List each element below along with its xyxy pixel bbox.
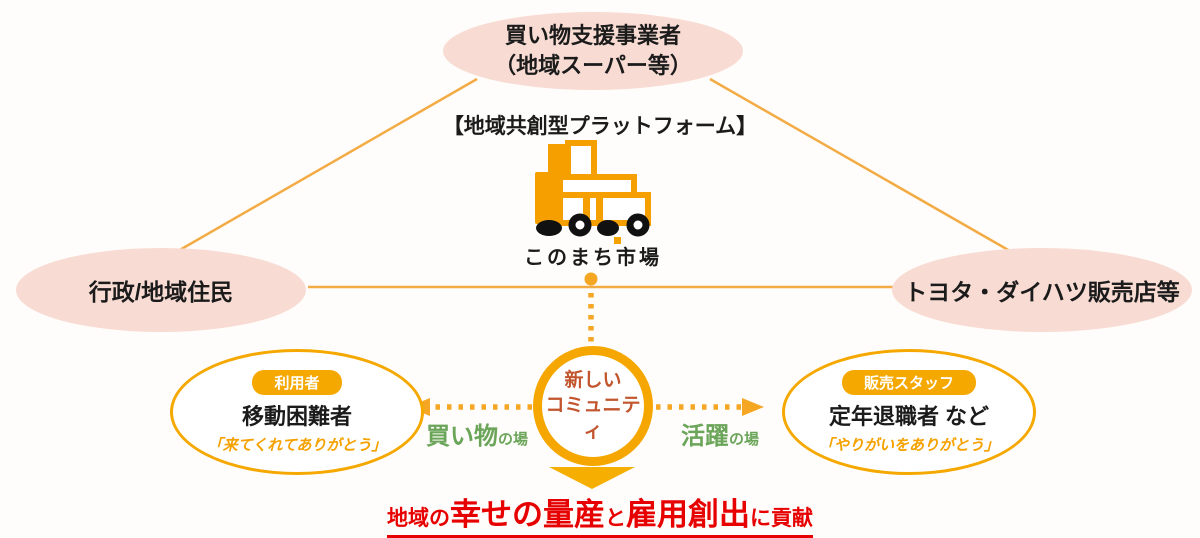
triangle-line-left [177, 77, 478, 253]
brand-name: このまち市場 [524, 247, 662, 269]
shopping-place-label-main: 買い物 [425, 423, 498, 450]
users-title: 移動困難者 [241, 403, 352, 429]
staff-title: 定年退職者 など [828, 403, 990, 429]
mobile-market-truck-icon [535, 140, 651, 237]
entity-government-residents: 行政/地域住民 [16, 248, 306, 332]
shopping-place-label-sub: の場 [497, 431, 528, 448]
staff-badge: 販売スタッフ [841, 369, 976, 395]
footer-slogan: 地域の幸せの量産と雇用創出に貢献 [0, 489, 1200, 538]
entity-government-residents-label: 行政/地域住民 [88, 279, 234, 305]
community-circle-line2: コミュニティ [545, 395, 641, 442]
shopping-place-label: 買い物の場 [412, 416, 542, 451]
active-place-label: 活躍の場 [655, 416, 785, 451]
active-place-label-sub: の場 [728, 431, 759, 448]
right-arrowhead-icon [742, 398, 764, 416]
footer-seg3: と [605, 507, 626, 530]
footer-seg1: 地域の [387, 507, 450, 530]
community-circle: 新しい コミュニティ [533, 346, 653, 466]
entity-shopping-support-line1: 買い物支援事業者 [504, 23, 681, 49]
bubble-staff: 販売スタッフ 定年退職者 など 「やりがいをありがとう」 [782, 349, 1036, 475]
truck-wheel-solid-1 [536, 220, 562, 236]
down-arrow-icon [549, 467, 635, 489]
platform-title: 【地域共創型プラットフォーム】 [442, 115, 758, 138]
entity-shopping-support-line2: （地域スーパー等） [494, 53, 692, 78]
footer-slogan-text: 地域の幸せの量産と雇用創出に貢献 [387, 489, 813, 538]
entity-dealers: トヨタ・ダイハツ販売店等 [892, 248, 1192, 332]
users-quote: 「来てくれてありがとう」 [207, 436, 387, 454]
truck-wheel-ring-2 [626, 213, 650, 237]
footer-seg4: 雇用創出 [626, 497, 750, 532]
footer-seg5: に貢献 [750, 507, 813, 530]
staff-quote: 「やりがいをありがとう」 [818, 436, 999, 454]
footer-seg2: 幸せの量産 [450, 497, 605, 532]
bubble-users: 利用者 移動困難者 「来てくれてありがとう」 [170, 349, 424, 475]
brand-accent-square [614, 237, 621, 244]
community-circle-line1: 新しい [564, 369, 622, 391]
entity-shopping-support: 買い物支援事業者 （地域スーパー等） [443, 12, 743, 90]
entity-dealers-label: トヨタ・ダイハツ販売店等 [904, 279, 1180, 305]
active-place-label-main: 活躍 [680, 423, 729, 450]
vertical-link-dot [584, 272, 598, 286]
truck-wheel-ring-1 [568, 213, 592, 237]
triangle-line-right [709, 77, 1011, 253]
truck-wheel-solid-2 [597, 220, 619, 236]
users-badge: 利用者 [252, 369, 342, 395]
